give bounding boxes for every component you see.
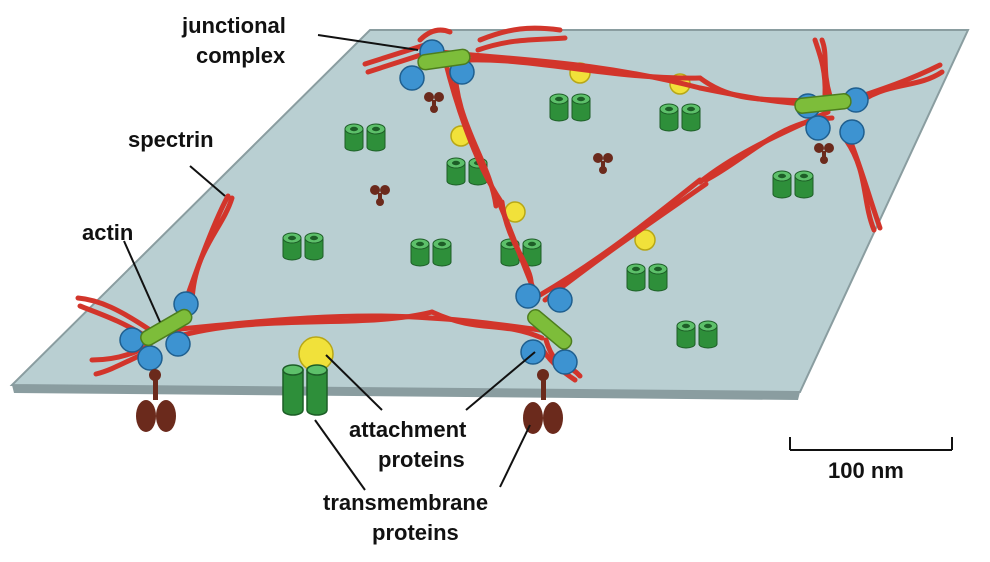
label-attachment-proteins: proteins (378, 447, 465, 472)
label-transmembrane: transmembrane (323, 490, 488, 515)
junctional-complex-top (399, 39, 475, 91)
junctional-complex-right (794, 87, 869, 145)
membrane-sheet (9, 29, 970, 400)
leader-lines (123, 34, 536, 491)
label-junctional: junctional (181, 13, 286, 38)
junctional-complex-left (119, 291, 199, 371)
label-spectrin: spectrin (128, 127, 214, 152)
glycoprotein-below-right (523, 369, 563, 434)
transmembrane-protein-large (282, 364, 328, 416)
label-attachment: attachment (349, 417, 467, 442)
label-complex: complex (196, 43, 286, 68)
junctional-complex-middle (515, 283, 578, 375)
glycoprotein-below-left (136, 369, 176, 432)
scale-bar-label: 100 nm (828, 458, 904, 483)
label-actin: actin (82, 220, 133, 245)
label-transmembrane-proteins: proteins (372, 520, 459, 545)
scale-bar (789, 437, 953, 451)
spectrin-network (75, 25, 945, 383)
